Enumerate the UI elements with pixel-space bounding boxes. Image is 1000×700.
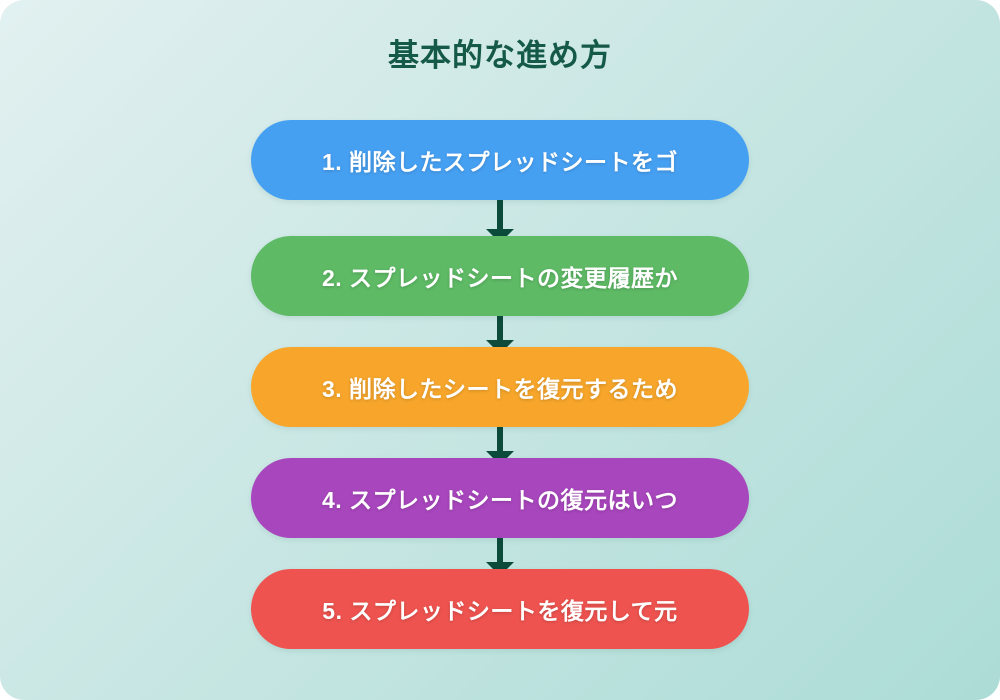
flow-step-1: 1. 削除したスプレッドシートをゴ [251, 120, 749, 200]
arrow-shaft [497, 427, 503, 451]
flow-step-5-label: 5. スプレッドシートを復元して元 [322, 598, 678, 624]
arrow-shaft [497, 538, 503, 562]
flow-step-4: 4. スプレッドシートの復元はいつ [251, 458, 749, 538]
flow-step-3: 3. 削除したシートを復元するため [251, 347, 749, 427]
flow-step-2: 2. スプレッドシートの変更履歴か [251, 236, 749, 316]
flow-step-1-label: 1. 削除したスプレッドシートをゴ [321, 149, 679, 175]
arrow-shaft [497, 316, 503, 340]
flow-step-4-label: 4. スプレッドシートの復元はいつ [321, 487, 679, 513]
flow-step-2-label: 2. スプレッドシートの変更履歴か [321, 265, 679, 291]
arrow-shaft [497, 200, 503, 229]
flow-step-3-label: 3. 削除したシートを復元するため [321, 376, 679, 402]
flow-step-5: 5. スプレッドシートを復元して元 [251, 569, 749, 649]
page-title: 基本的な進め方 [388, 38, 612, 73]
